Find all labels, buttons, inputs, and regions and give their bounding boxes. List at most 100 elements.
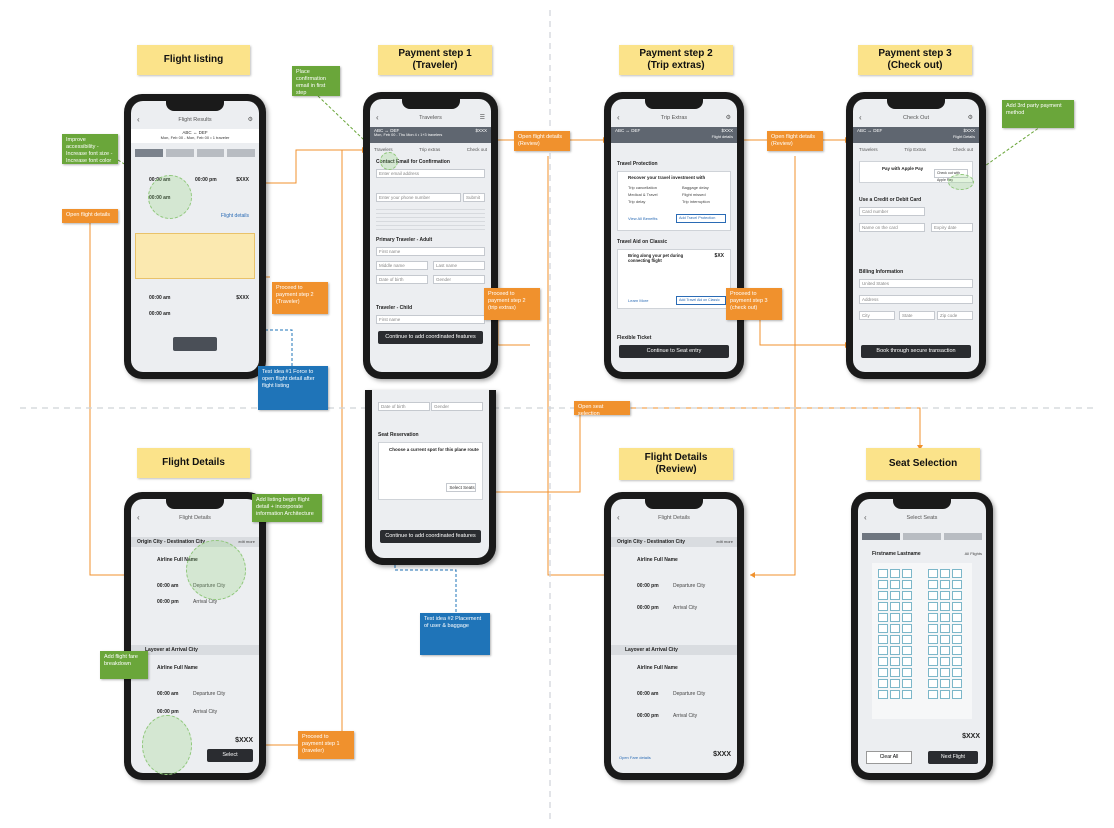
seat[interactable]: [878, 679, 888, 688]
clear-all-button[interactable]: Clear All: [866, 751, 912, 764]
seat[interactable]: [952, 613, 962, 622]
name-on-card-field[interactable]: Name on the card: [859, 223, 925, 232]
seat[interactable]: [890, 646, 900, 655]
seat[interactable]: [952, 646, 962, 655]
seat[interactable]: [928, 635, 938, 644]
first-name-field[interactable]: First name: [376, 247, 485, 256]
back-arrow-icon[interactable]: ‹: [376, 113, 379, 122]
seat[interactable]: [902, 602, 912, 611]
seat[interactable]: [940, 657, 950, 666]
seat[interactable]: [928, 602, 938, 611]
seat[interactable]: [890, 679, 900, 688]
back-arrow-icon[interactable]: ‹: [864, 513, 867, 522]
seat[interactable]: [890, 613, 900, 622]
seat[interactable]: [878, 613, 888, 622]
seat[interactable]: [902, 690, 912, 699]
flight-card-3[interactable]: 00:00 am $XXX 00:00 am: [135, 289, 255, 333]
zip-field[interactable]: Zip code: [937, 311, 973, 320]
seat[interactable]: [902, 624, 912, 633]
seat[interactable]: [878, 646, 888, 655]
seat[interactable]: [878, 624, 888, 633]
seat[interactable]: [890, 591, 900, 600]
country-select[interactable]: United States: [859, 279, 973, 288]
seat[interactable]: [940, 624, 950, 633]
seat[interactable]: [952, 569, 962, 578]
seat[interactable]: [952, 602, 962, 611]
back-arrow-icon[interactable]: ‹: [137, 115, 140, 124]
seat[interactable]: [952, 690, 962, 699]
flight-details-link[interactable]: Flight Details: [953, 135, 975, 139]
flight-tab[interactable]: [903, 533, 941, 540]
seat[interactable]: [928, 569, 938, 578]
date-tab[interactable]: [196, 149, 225, 157]
card-number-field[interactable]: Card number: [859, 207, 925, 216]
dob-field-scrolled[interactable]: Date of birth: [378, 402, 430, 411]
continue-button[interactable]: Continue to Seat entry: [619, 345, 729, 358]
select-seats-button[interactable]: Select Seats: [446, 483, 476, 492]
filter-icon[interactable]: ⚙: [725, 115, 731, 121]
seat[interactable]: [952, 635, 962, 644]
dob-field[interactable]: Date of birth: [376, 275, 428, 284]
back-arrow-icon[interactable]: ‹: [859, 113, 862, 122]
flight-tab[interactable]: [944, 533, 982, 540]
flight-details-link[interactable]: Flight details: [220, 213, 249, 219]
back-arrow-icon[interactable]: ‹: [617, 113, 620, 122]
seat[interactable]: [940, 679, 950, 688]
learn-more-link[interactable]: Learn More: [628, 298, 649, 303]
seat[interactable]: [940, 602, 950, 611]
state-select[interactable]: State: [899, 311, 935, 320]
phone-field[interactable]: Enter your phone number: [376, 193, 461, 202]
filter-icon[interactable]: ⚙: [967, 115, 973, 121]
last-name-field[interactable]: Last name: [433, 261, 485, 270]
seat[interactable]: [890, 602, 900, 611]
select-button[interactable]: Select: [207, 749, 253, 762]
seat[interactable]: [952, 657, 962, 666]
seat[interactable]: [928, 679, 938, 688]
seat[interactable]: [902, 580, 912, 589]
open-fare-link[interactable]: Open Fare details: [619, 755, 651, 760]
seat[interactable]: [902, 646, 912, 655]
filter-icon[interactable]: ⚙: [247, 117, 253, 123]
seat[interactable]: [940, 569, 950, 578]
seat[interactable]: [878, 657, 888, 666]
date-tab[interactable]: [135, 149, 163, 157]
flight-tabs[interactable]: [862, 533, 982, 540]
continue-button[interactable]: Continue to add coordinated features: [378, 331, 483, 344]
seat[interactable]: [928, 624, 938, 633]
seat[interactable]: [902, 657, 912, 666]
seat[interactable]: [890, 668, 900, 677]
gender-select-scrolled[interactable]: Gender: [431, 402, 483, 411]
flight-card-highlight[interactable]: [135, 233, 255, 279]
date-tabs[interactable]: [135, 149, 255, 157]
seat[interactable]: [878, 635, 888, 644]
seat[interactable]: [952, 580, 962, 589]
seat[interactable]: [952, 679, 962, 688]
seat[interactable]: [890, 569, 900, 578]
add-travel-aid-button[interactable]: Add Travel Aid on Classic: [676, 296, 726, 305]
seat[interactable]: [928, 668, 938, 677]
seat[interactable]: [928, 646, 938, 655]
seat[interactable]: [928, 613, 938, 622]
seat[interactable]: [928, 690, 938, 699]
next-flight-button[interactable]: Next Flight: [928, 751, 978, 764]
seat[interactable]: [878, 668, 888, 677]
gender-select[interactable]: Gender: [433, 275, 485, 284]
view-benefits-link[interactable]: View All Benefits: [628, 216, 658, 221]
seat[interactable]: [902, 668, 912, 677]
seat[interactable]: [902, 679, 912, 688]
expiry-field[interactable]: Expiry date: [931, 223, 973, 232]
seat[interactable]: [928, 657, 938, 666]
seat[interactable]: [890, 635, 900, 644]
seat[interactable]: [928, 591, 938, 600]
seat[interactable]: [940, 646, 950, 655]
all-flights-link[interactable]: All Flights: [964, 551, 982, 556]
seat[interactable]: [878, 580, 888, 589]
back-arrow-icon[interactable]: ‹: [137, 513, 140, 522]
date-tab[interactable]: [227, 149, 255, 157]
first-name-field-2[interactable]: First name: [376, 315, 485, 324]
seat[interactable]: [928, 580, 938, 589]
seat[interactable]: [940, 580, 950, 589]
seat[interactable]: [902, 635, 912, 644]
back-arrow-icon[interactable]: ‹: [617, 513, 620, 522]
seat[interactable]: [902, 569, 912, 578]
